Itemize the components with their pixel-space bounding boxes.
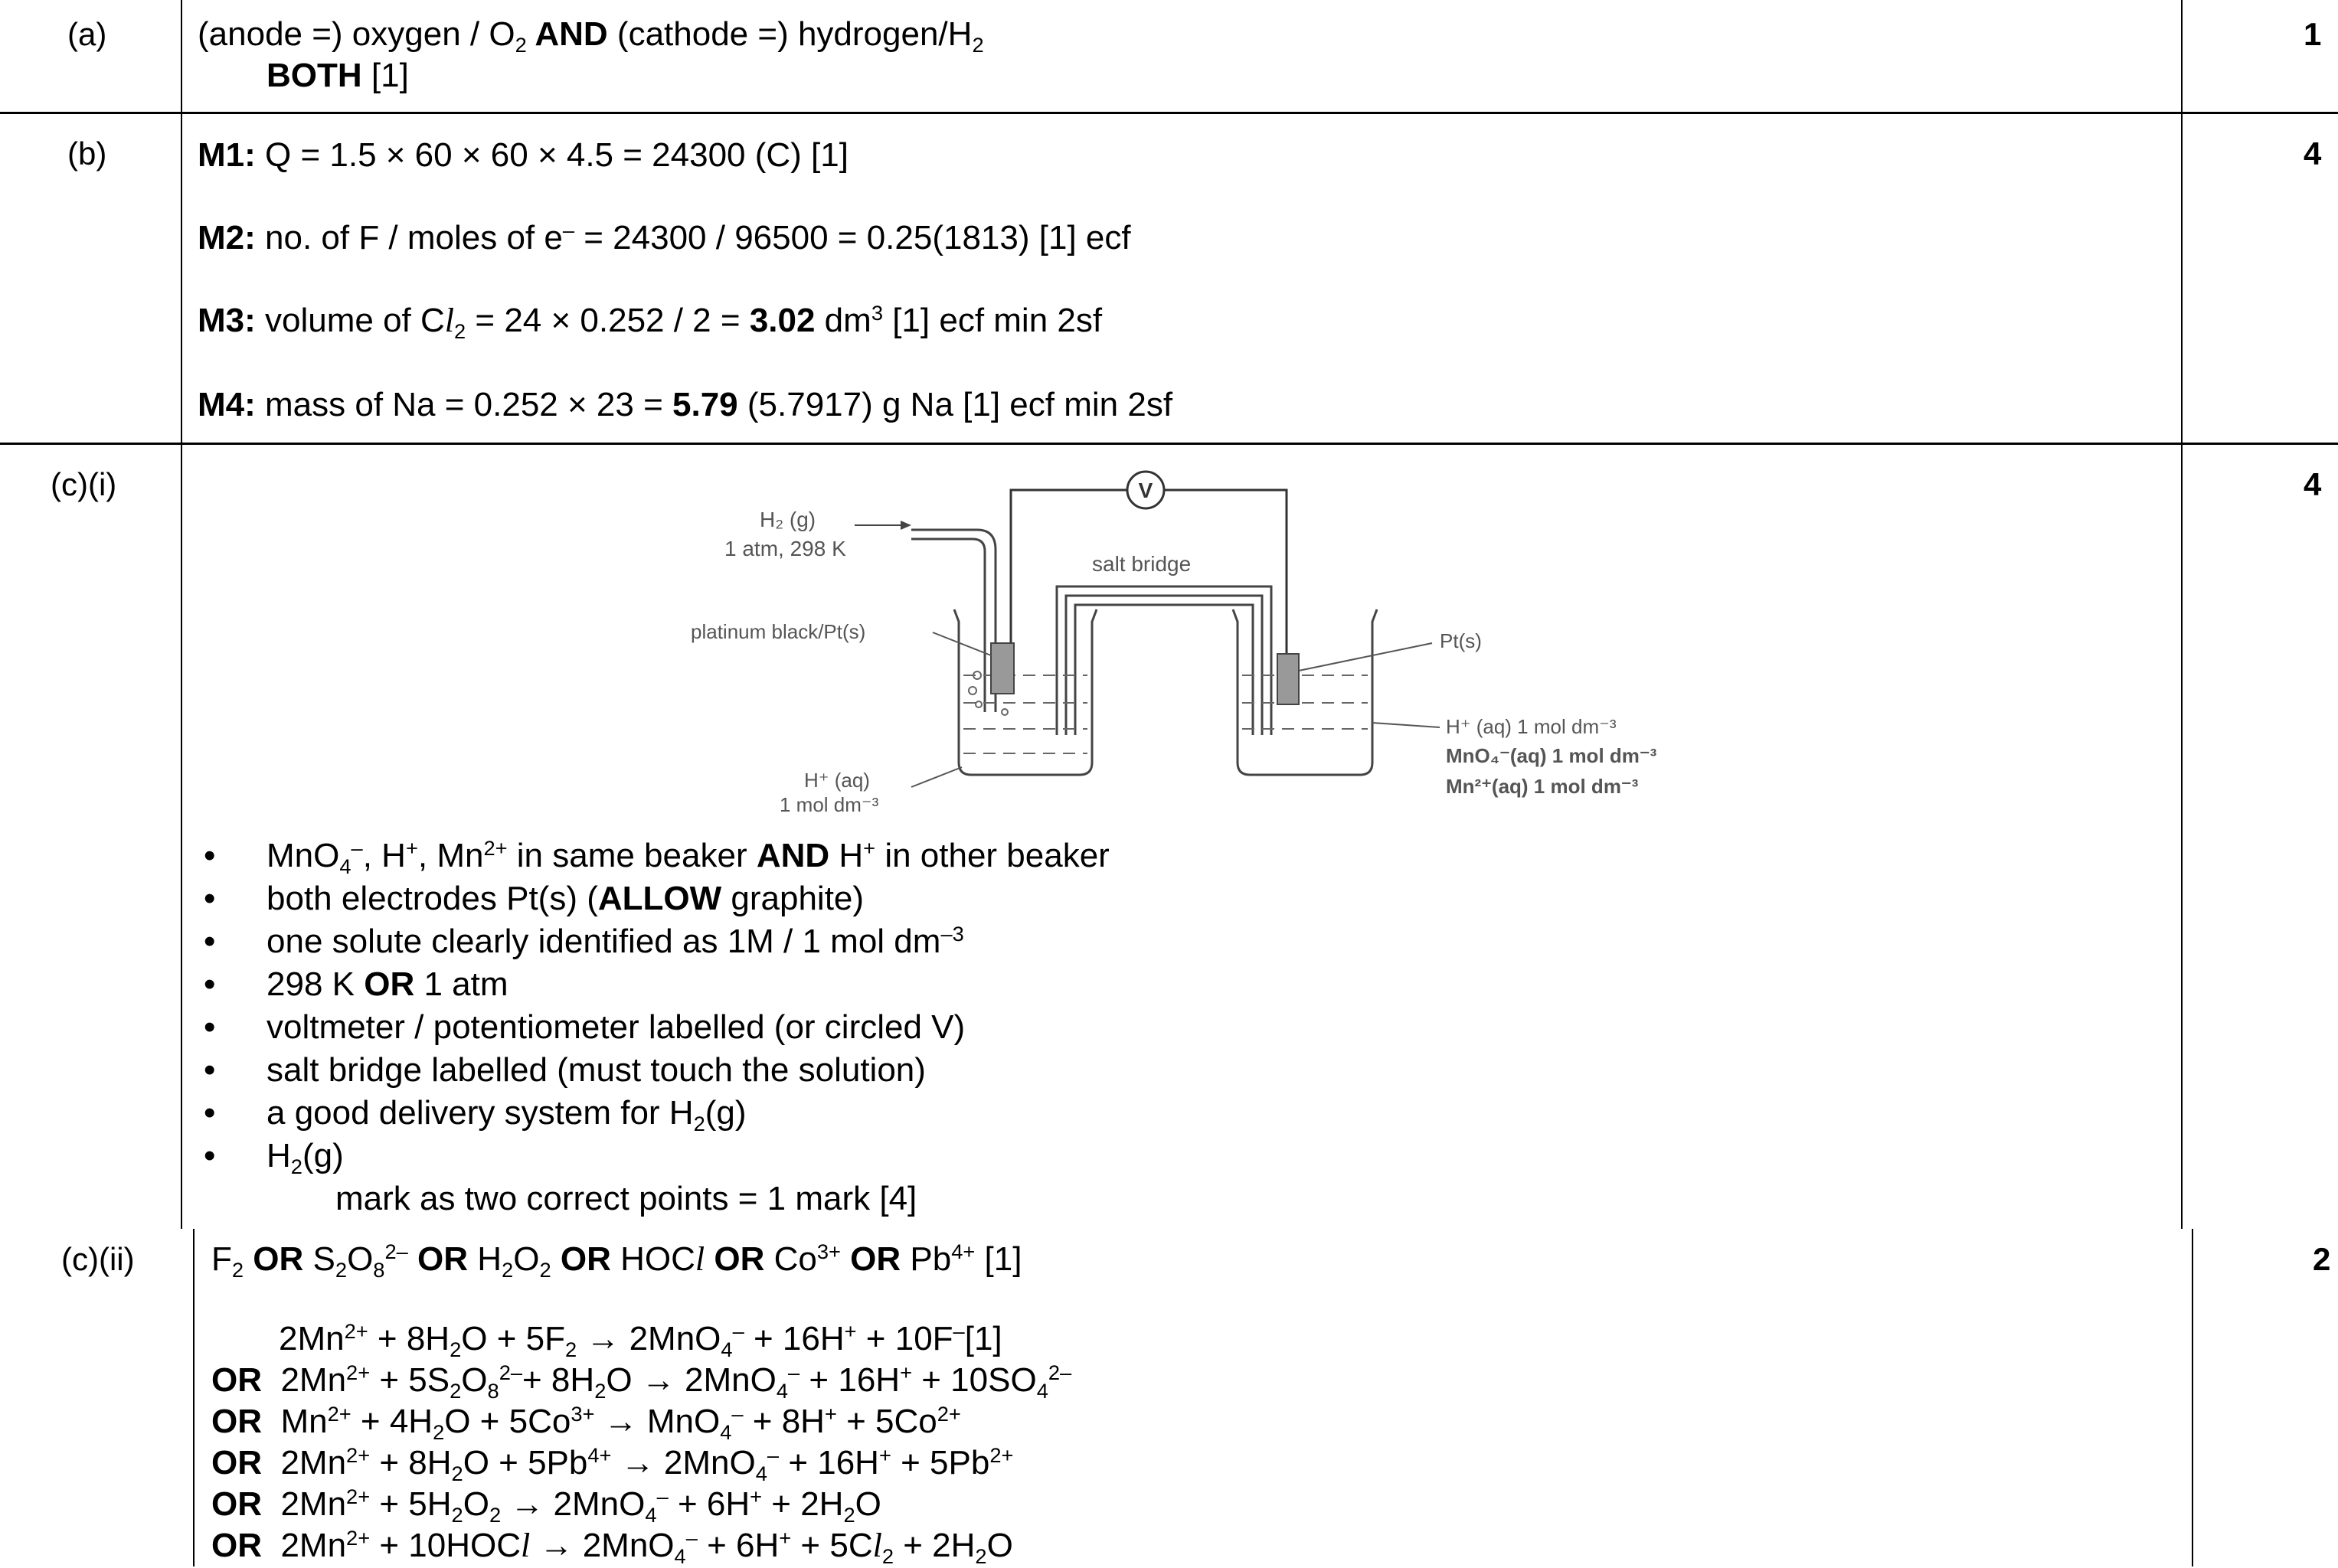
- list-item: • a good delivery system for H2(g): [204, 1094, 747, 1135]
- hydrogen-bubbles: [968, 671, 1009, 716]
- label-leaders: [911, 632, 1440, 788]
- right-mno4-label: MnO₄⁻(aq) 1 mol dm⁻³: [1446, 744, 1657, 767]
- list-item: • voltmeter / potentiometer labelled (or…: [204, 1008, 966, 1046]
- equation-6: OR 2Mn2+ + 10HOCl → 2MnO4– + 6H+ + 5Cl2 …: [211, 1526, 1013, 1568]
- h2-gas-label: H₂ (g): [760, 508, 816, 531]
- left-conc-label: 1 mol dm⁻³: [780, 793, 879, 816]
- equation-2: OR 2Mn2+ + 5S2O82–+ 8H2O → 2MnO4– + 16H+…: [211, 1361, 1072, 1403]
- table-divider-right: [2181, 0, 2183, 1229]
- answer-a-line1: (anode =) oxygen / O2 AND (cathode =) hy…: [198, 15, 984, 57]
- left-hplus-label: H⁺ (aq): [804, 769, 870, 792]
- oxidant-options: F2 OR S2O82– OR H2O2 OR HOCl OR Co3+ OR …: [211, 1240, 1022, 1282]
- row-divider-a-b: [0, 112, 2338, 114]
- list-item: • MnO4–, H+, Mn2+ in same beaker AND H+ …: [204, 836, 1110, 878]
- conditions-label: 1 atm, 298 K: [724, 537, 846, 560]
- equation-3: OR Mn2+ + 4H2O + 5Co3+ → MnO4– + 8H+ + 5…: [211, 1402, 961, 1444]
- marks-cii: 2: [2313, 1241, 2331, 1277]
- list-item: • salt bridge labelled (must touch the s…: [204, 1051, 926, 1089]
- table-divider-left-cii: [193, 1229, 195, 1566]
- list-item: • H2(g): [204, 1137, 344, 1178]
- voltmeter-label: V: [1139, 479, 1153, 502]
- external-circuit-wire: [1009, 488, 1288, 654]
- part-label-a: (a): [67, 16, 107, 52]
- table-divider-right-cii: [2192, 1229, 2193, 1566]
- equation-5: OR 2Mn2+ + 5H2O2 → 2MnO4– + 6H+ + 2H2O: [211, 1485, 881, 1527]
- table-divider-left: [181, 0, 182, 1229]
- equation-4: OR 2Mn2+ + 8H2O + 5Pb4+ → 2MnO4– + 16H+ …: [211, 1443, 1014, 1485]
- right-electrode: [1277, 653, 1300, 705]
- answer-b-m4: M4: mass of Na = 0.252 × 23 = 5.79 (5.79…: [198, 386, 1173, 423]
- marks-a: 1: [2304, 16, 2322, 52]
- answer-b-m3: M3: volume of Cl2 = 24 × 0.252 / 2 = 3.0…: [198, 301, 1103, 343]
- salt-bridge-label: salt bridge: [1092, 552, 1191, 576]
- pt-label: Pt(s): [1440, 629, 1482, 652]
- marks-ci: 4: [2304, 466, 2322, 502]
- mark-note: mark as two correct points = 1 mark [4]: [335, 1180, 917, 1217]
- list-item: • both electrodes Pt(s) (ALLOW graphite): [204, 880, 865, 917]
- electrochemical-cell-diagram: V: [691, 470, 1657, 816]
- list-item: • 298 K OR 1 atm: [204, 965, 508, 1003]
- part-label-cii: (c)(ii): [61, 1241, 135, 1277]
- part-label-ci: (c)(i): [51, 466, 117, 502]
- voltmeter-icon: [1126, 470, 1166, 510]
- list-item: • one solute clearly identified as 1M / …: [204, 922, 964, 960]
- marks-b: 4: [2304, 136, 2322, 172]
- h2-delivery-tube: [911, 528, 997, 712]
- salt-bridge: [1055, 585, 1273, 735]
- answer-b-m1: M1: Q = 1.5 × 60 × 60 × 4.5 = 24300 (C) …: [198, 136, 849, 174]
- platinum-black-label: platinum black/Pt(s): [691, 620, 865, 643]
- row-divider-b-ci: [0, 443, 2338, 445]
- answer-b-m2: M2: no. of F / moles of e– = 24300 / 965…: [198, 218, 1131, 256]
- equation-1: 2Mn2+ + 8H2O + 5F2 → 2MnO4– + 16H+ + 10F…: [279, 1319, 1002, 1361]
- right-beaker: [1231, 609, 1378, 776]
- left-electrode: [990, 642, 1015, 694]
- answer-a-line2: BOTH [1]: [266, 57, 409, 94]
- right-hplus-label: H⁺ (aq) 1 mol dm⁻³: [1446, 715, 1617, 738]
- left-beaker: [953, 609, 1098, 776]
- left-solution-lines: [963, 675, 1087, 754]
- right-mn2-label: Mn²⁺(aq) 1 mol dm⁻³: [1446, 775, 1639, 798]
- part-label-b: (b): [67, 136, 107, 172]
- right-solution-lines: [1242, 675, 1368, 730]
